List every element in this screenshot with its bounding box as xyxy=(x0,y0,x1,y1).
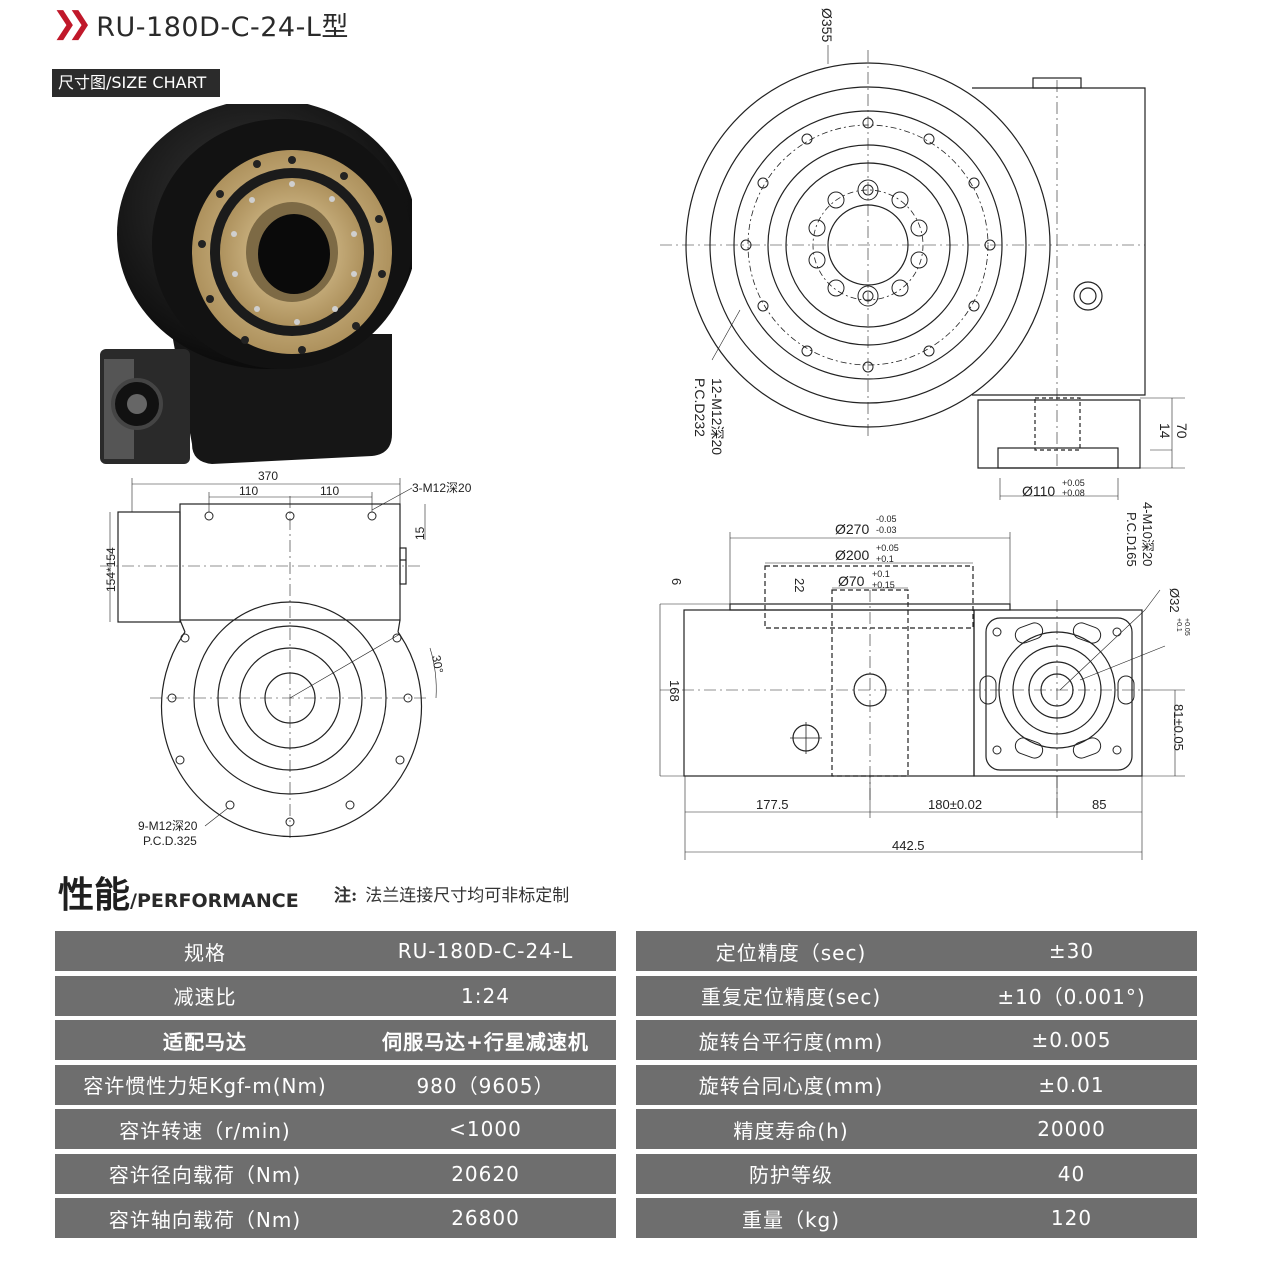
table-row: 精度寿命(h) 20000 xyxy=(636,1109,1197,1149)
spec-table-right: 定位精度（sec) ±30 重复定位精度(sec) ±10（0.001°) 旋转台平… xyxy=(636,931,1197,1243)
left-view-drawing xyxy=(100,478,437,840)
title-block: ❯❯ RU-180D-C-24-L型 xyxy=(52,6,349,43)
label-pcd165: P.C.D165 xyxy=(1124,512,1139,567)
note-label: 注: xyxy=(334,886,358,906)
label-15: 15 xyxy=(413,526,427,540)
label-d110-up: +0.05 xyxy=(1062,478,1085,488)
label-30deg: 30° xyxy=(429,654,446,675)
label-9m12: 9-M12深20 xyxy=(138,819,198,833)
spec-value: ±10（0.001°) xyxy=(997,985,1146,1009)
label-180: 180±0.02 xyxy=(928,797,982,812)
label-81: 81±0.05 xyxy=(1171,704,1186,751)
spec-value: 伺服马达+行星减速机 xyxy=(382,1029,589,1054)
label-6: 6 xyxy=(669,578,684,585)
label-d110: Ø110 xyxy=(1022,483,1055,499)
table-row: 容许惯性力矩Kgf-m(Nm) 980（9605） xyxy=(55,1064,616,1105)
performance-title-en: /PERFORMANCE xyxy=(130,890,299,912)
table-row: 重量（kg) 120 xyxy=(636,1198,1197,1238)
label-d355: Ø355 xyxy=(819,8,835,42)
label-442: 442.5 xyxy=(892,838,925,853)
label-85: 85 xyxy=(1092,797,1106,812)
spec-key: 定位精度（sec) xyxy=(715,940,867,965)
label-177: 177.5 xyxy=(756,797,789,812)
front-view-drawing xyxy=(660,45,1185,500)
performance-heading: 性能 /PERFORMANCE xyxy=(58,866,299,918)
label-110a: 110 xyxy=(239,484,258,498)
spec-key: 容许径向载荷（Nm) xyxy=(108,1163,302,1187)
table-row: 容许径向载荷（Nm) 20620 xyxy=(55,1153,616,1194)
table-row: 定位精度（sec) ±30 xyxy=(636,931,1197,971)
spec-value: 980（9605） xyxy=(416,1074,555,1098)
label-d70-lo: +0.15 xyxy=(872,580,895,590)
table-row: 规格 RU-180D-C-24-L xyxy=(55,931,616,971)
label-pcd325: P.C.D.325 xyxy=(143,834,197,848)
spec-key: 容许惯性力矩Kgf-m(Nm) xyxy=(83,1074,327,1098)
label-14: 14 xyxy=(1157,423,1173,439)
label-d32: Ø32 xyxy=(1167,588,1182,613)
label-d110-lo: +0.08 xyxy=(1062,488,1085,498)
spec-value: ±30 xyxy=(1048,939,1095,963)
label-70: 70 xyxy=(1174,423,1190,439)
label-12m12: 12-M12深20 xyxy=(709,378,725,455)
table-row: 容许轴向载荷（Nm) 26800 xyxy=(55,1198,616,1238)
spec-value: RU-180D-C-24-L xyxy=(397,939,574,963)
table-row: 容许转速（r/min) <1000 xyxy=(55,1109,616,1149)
label-pcd232: P.C.D232 xyxy=(692,378,708,437)
spec-value: 1:24 xyxy=(461,983,510,1008)
table-row: 适配马达 伺服马达+行星减速机 xyxy=(55,1020,616,1060)
label-3m12: 3-M12深20 xyxy=(412,481,472,495)
performance-title-cn: 性能 xyxy=(58,875,131,916)
note-text: 法兰连接尺寸均可非标定制 xyxy=(365,886,570,906)
label-154: 154*154 xyxy=(104,547,118,592)
table-row: 防护等级 40 xyxy=(636,1153,1197,1194)
note: 注: 法兰连接尺寸均可非标定制 xyxy=(334,881,569,906)
label-d200-up: +0.05 xyxy=(876,543,899,553)
label-d200: Ø200 xyxy=(835,547,869,563)
spec-value: 20620 xyxy=(451,1161,520,1186)
spec-key: 旋转台同心度(mm) xyxy=(698,1074,884,1098)
label-d32-up: +0.05 xyxy=(1183,618,1190,636)
label-168: 168 xyxy=(667,680,682,702)
spec-value: 40 xyxy=(1057,1161,1086,1186)
label-d270: Ø270 xyxy=(835,521,869,537)
product-photo xyxy=(100,104,412,464)
table-row: 旋转台平行度(mm) ±0.005 xyxy=(636,1020,1197,1060)
spec-key: 规格 xyxy=(184,940,226,965)
label-4m10: 4-M10深20 xyxy=(1140,502,1155,566)
table-row: 旋转台同心度(mm) ±0.01 xyxy=(636,1064,1197,1105)
table-row: 重复定位精度(sec) ±10（0.001°) xyxy=(636,975,1197,1016)
spec-key: 适配马达 xyxy=(163,1029,247,1054)
side-view-drawing xyxy=(659,532,1185,860)
label-d270-up: -0.05 xyxy=(876,514,897,524)
spec-value: ±0.01 xyxy=(1038,1072,1105,1097)
spec-value: 20000 xyxy=(1037,1117,1106,1141)
spec-key: 重复定位精度(sec) xyxy=(700,985,882,1009)
spec-value: ±0.005 xyxy=(1031,1028,1112,1052)
technical-drawing: Ø355 12-M12深20 P.C.D232 14 70 Ø110 +0.05… xyxy=(100,8,1190,860)
label-22: 22 xyxy=(792,578,807,592)
spec-key: 精度寿命(h) xyxy=(733,1118,849,1143)
spec-key: 容许轴向载荷（Nm) xyxy=(108,1207,302,1232)
table-row: 减速比 1:24 xyxy=(55,975,616,1016)
label-d32-lo: +0.1 xyxy=(1175,618,1182,632)
label-d200-lo: +0.1 xyxy=(876,554,894,564)
page-title: RU-180D-C-24-L型 xyxy=(96,11,349,43)
spec-key: 容许转速（r/min) xyxy=(119,1118,291,1143)
spec-key: 减速比 xyxy=(173,985,237,1009)
label-370: 370 xyxy=(258,469,278,483)
size-chart-label: 尺寸图/SIZE CHART xyxy=(52,69,221,97)
label-d270-lo: -0.03 xyxy=(876,525,897,535)
spec-key: 防护等级 xyxy=(749,1163,833,1187)
label-110b: 110 xyxy=(320,484,339,498)
spec-key: 旋转台平行度(mm) xyxy=(698,1029,884,1054)
label-d70: Ø70 xyxy=(838,573,865,589)
spec-value: 120 xyxy=(1050,1206,1093,1230)
spec-key: 重量（kg) xyxy=(741,1207,841,1232)
spec-value: <1000 xyxy=(449,1117,522,1141)
label-d70-up: +0.1 xyxy=(872,569,890,579)
spec-value: 26800 xyxy=(451,1206,520,1230)
